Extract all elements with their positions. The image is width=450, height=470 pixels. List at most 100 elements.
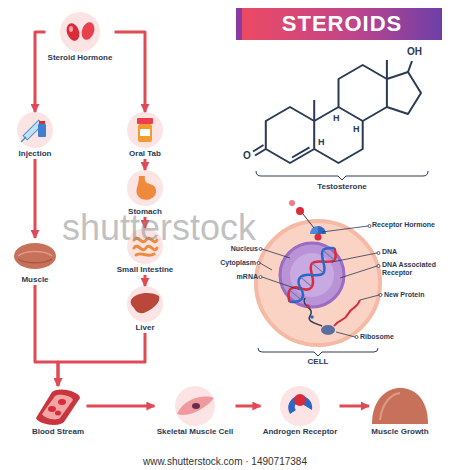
stage-node: Liver <box>125 286 165 333</box>
leader-lines-part <box>332 253 377 262</box>
leader-lines-part <box>262 277 300 290</box>
cell-drawing-part <box>303 214 314 228</box>
leader-lines-part <box>368 225 371 228</box>
grown-muscle-icon-part <box>380 393 400 420</box>
grown-muscle-icon <box>372 388 428 424</box>
cell-drawing-part <box>334 300 360 326</box>
leader-lines-part <box>360 295 379 300</box>
stage-node: Skeletal Muscle Cell <box>155 386 236 437</box>
icon-circles-part <box>127 286 163 322</box>
icon-slot <box>369 386 431 426</box>
cell-drawing-part-part <box>284 243 340 306</box>
blood-vessel-icon-part <box>58 399 66 405</box>
cell-drawing-part <box>296 207 304 215</box>
icon-circles <box>17 12 320 426</box>
testosterone-structure-part <box>386 60 388 79</box>
part-name: Testosterone <box>317 182 367 192</box>
stage-label: Liver <box>125 322 165 333</box>
testosterone-structure-part <box>253 145 264 152</box>
cell-drawing-part <box>304 298 322 326</box>
testosterone-structure-part <box>314 107 363 163</box>
stage-node: Small Intestine <box>115 228 176 275</box>
intestine-icon-part <box>134 246 157 249</box>
stage-label: Oral Tab <box>125 148 165 159</box>
icon-slot <box>15 112 55 148</box>
pill-icon <box>64 20 96 42</box>
leader-lines <box>257 225 382 339</box>
cell-drawing-part <box>256 221 380 345</box>
pill-icon-part <box>64 21 81 42</box>
leader-lines-part <box>257 262 260 265</box>
flow-arrow <box>58 333 145 386</box>
leader-lines-part <box>340 266 377 278</box>
icon-slot <box>30 386 87 426</box>
cell-drawing-part-part <box>290 251 334 300</box>
flow-arrow <box>144 159 147 170</box>
testosterone-structure-part <box>266 107 314 163</box>
receptor-icon-part <box>294 394 306 406</box>
intestine-icon-part <box>136 254 154 256</box>
cell-drawing <box>256 200 380 345</box>
muscle-icon-part <box>14 243 56 269</box>
icon-slot <box>46 12 115 52</box>
icon-slot <box>125 286 165 322</box>
atom-label: H <box>333 113 340 124</box>
cell-drawing-part <box>321 325 335 335</box>
flow-arrow <box>144 217 147 228</box>
testosterone-structure-part <box>339 65 387 121</box>
cell-drawing-part <box>318 226 326 234</box>
cell-bracket-part <box>258 348 378 356</box>
testosterone-structure-part <box>313 100 315 121</box>
icon-circles-part <box>127 228 163 264</box>
receptor-icon <box>288 394 312 414</box>
testosterone-structure-part <box>408 61 412 72</box>
flow-arrow <box>34 159 37 238</box>
cell-drawing-part <box>315 234 322 241</box>
syringe-icon <box>21 120 46 142</box>
liver-icon <box>131 293 160 313</box>
leader-lines-part <box>336 332 355 337</box>
leader-lines-part <box>355 336 358 339</box>
icon-circles-part <box>127 112 163 148</box>
part-name: Ribosome <box>360 333 394 341</box>
bottle-icon <box>137 118 153 142</box>
icon-circles-part <box>175 386 215 426</box>
cell-drawing-part <box>280 243 344 307</box>
muscle-icon-part <box>18 259 52 263</box>
grown-muscle-icon-part <box>372 388 428 424</box>
cell-drawing-part <box>306 304 310 308</box>
flow-arrow <box>35 285 58 386</box>
pill-icon-part <box>69 26 73 32</box>
leader-lines-part <box>322 226 368 232</box>
syringe-icon-part <box>21 137 26 142</box>
icon-circles-part <box>280 386 320 426</box>
muscle-icon-part <box>18 252 52 257</box>
blood-vessel-icon-part <box>36 390 80 425</box>
flow-arrow <box>236 405 261 408</box>
atom-label: OH <box>407 46 422 58</box>
stage-label: Muscle <box>11 274 59 285</box>
syringe-icon-part <box>38 124 46 137</box>
atom-label: O <box>243 150 251 162</box>
bottle-icon-part <box>138 124 152 142</box>
part-name: Nucleus <box>231 245 258 253</box>
cell-drawing-part-part <box>284 243 340 306</box>
flow-arrow <box>87 405 155 408</box>
pill-icon-part <box>79 20 96 41</box>
stage-label: Steroid Hormone <box>46 52 115 63</box>
blood-vessel-icon-part <box>55 411 61 416</box>
stage-label: Androgen Receptor <box>261 426 340 437</box>
bottle-icon-part <box>140 129 150 136</box>
stage-node: Steroid Hormone <box>46 12 115 63</box>
stomach-icon <box>136 176 156 200</box>
icon-slot <box>125 112 165 148</box>
flow-arrow <box>115 32 146 112</box>
testosterone-bracket-part <box>256 171 428 180</box>
liver-icon-part <box>131 293 160 313</box>
stage-node: Androgen Receptor <box>261 386 340 437</box>
atom-label: H <box>318 137 325 148</box>
stage-node: Oral Tab <box>125 112 165 159</box>
leader-lines-part <box>379 294 382 297</box>
